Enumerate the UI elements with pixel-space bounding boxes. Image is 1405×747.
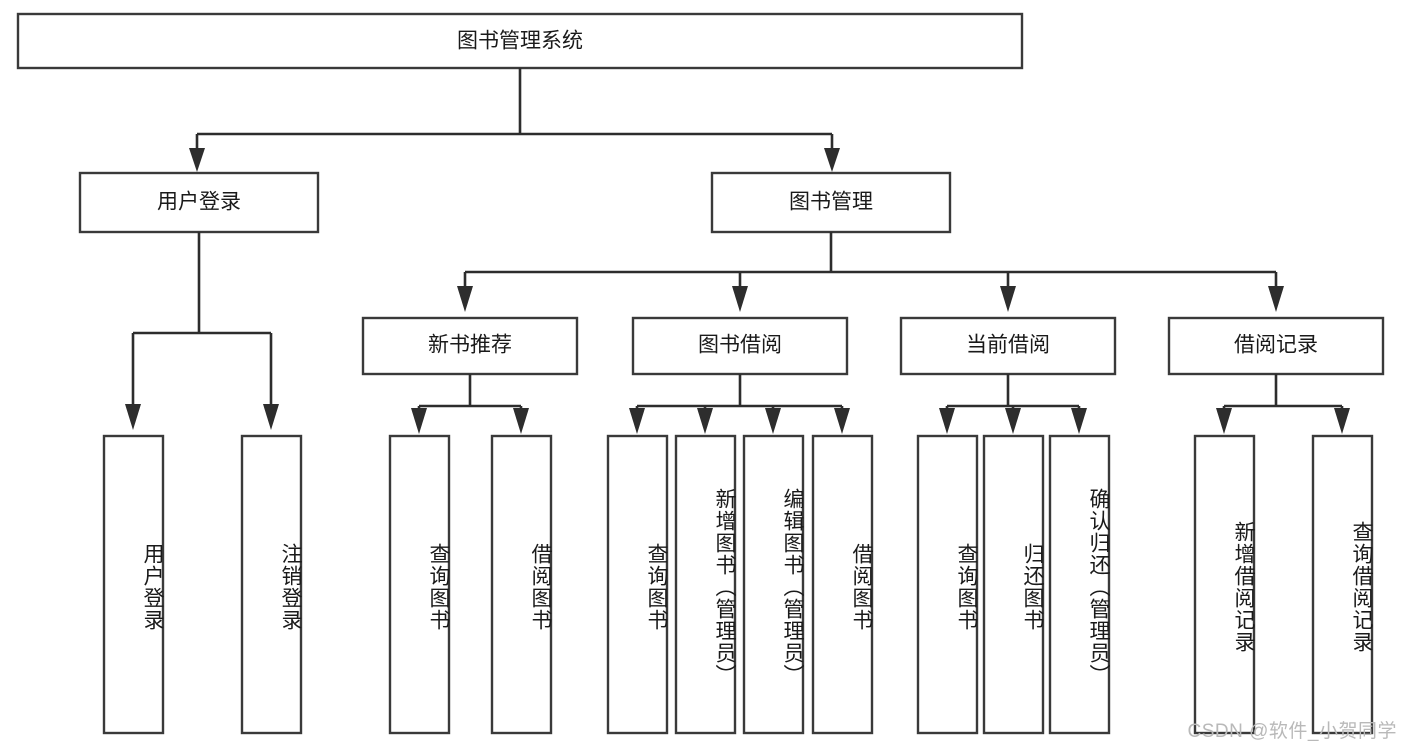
arrow-leaf-userlogin-2: [263, 404, 279, 430]
user-login-label: 用户登录: [157, 191, 241, 214]
leaf-box-book-borrow-1[interactable]: [606, 434, 669, 735]
node-borrow-record[interactable]: 借阅记录: [1167, 316, 1385, 376]
arrow-leaf-borrowrecord-2: [1334, 408, 1350, 434]
arrow-newbook: [457, 286, 473, 312]
node-book-management[interactable]: 图书管理: [710, 171, 952, 234]
leaf-box-book-borrow-4[interactable]: [811, 434, 874, 735]
arrow-leaf-borrowrecord-1: [1216, 408, 1232, 434]
leaf-box-current-borrow-2[interactable]: [982, 434, 1045, 735]
node-current-borrow[interactable]: 当前借阅: [899, 316, 1117, 376]
leaf-box-borrow-record-2[interactable]: [1311, 434, 1374, 735]
arrow-leaf-userlogin-1: [125, 404, 141, 430]
current-borrow-label: 当前借阅: [966, 334, 1050, 357]
node-user-login[interactable]: 用户登录: [78, 171, 320, 234]
leaf-box-new-book-1[interactable]: [388, 434, 451, 735]
root-box[interactable]: [16, 12, 1024, 70]
leaf-box-book-borrow-2[interactable]: [674, 434, 737, 735]
leaf-box-borrow-record-1[interactable]: [1193, 434, 1256, 735]
new-book-recommend-label: 新书推荐: [428, 334, 512, 357]
arrow-leaf-bookborrow-3: [765, 408, 781, 434]
node-root-system[interactable]: 图书管理系统: [16, 12, 1024, 70]
arrow-leaf-newbook-2: [513, 408, 529, 434]
leaf-box-user-login-1[interactable]: [102, 434, 165, 735]
leaf-box-current-borrow-3[interactable]: [1048, 434, 1111, 735]
leaf-box-current-borrow-1[interactable]: [916, 434, 979, 735]
arrow-leaf-bookborrow-1: [629, 408, 645, 434]
leaf-box-user-login-2[interactable]: [240, 434, 303, 735]
arrow-borrowrecord: [1268, 286, 1284, 312]
arrow-leaf-newbook-1: [411, 408, 427, 434]
current-borrow-box[interactable]: [899, 316, 1117, 376]
arrow-leaf-currentborrow-2: [1005, 408, 1021, 434]
arrow-currentborrow: [1000, 286, 1016, 312]
arrow-userlogin: [189, 148, 205, 172]
arrow-leaf-currentborrow-3: [1071, 408, 1087, 434]
node-book-borrow[interactable]: 图书借阅: [631, 316, 849, 376]
arrow-leaf-bookborrow-2: [697, 408, 713, 434]
csdn-watermark: CSDN @软件_小贺同学: [1187, 721, 1397, 742]
book-management-label: 图书管理: [789, 191, 873, 214]
borrow-record-box[interactable]: [1167, 316, 1385, 376]
arrow-leaf-currentborrow-1: [939, 408, 955, 434]
new-book-recommend-box[interactable]: [361, 316, 579, 376]
borrow-record-label: 借阅记录: [1234, 334, 1318, 357]
root-label: 图书管理系统: [457, 30, 583, 53]
book-borrow-label: 图书借阅: [698, 334, 782, 357]
node-new-book-recommend[interactable]: 新书推荐: [361, 316, 579, 376]
book-borrow-box[interactable]: [631, 316, 849, 376]
arrow-leaf-bookborrow-4: [834, 408, 850, 434]
arrow-bookborrow: [732, 286, 748, 312]
arrow-bookmgmt: [824, 148, 840, 172]
book-management-box[interactable]: [710, 171, 952, 234]
leaf-box-book-borrow-3[interactable]: [742, 434, 805, 735]
leaf-box-new-book-2[interactable]: [490, 434, 553, 735]
